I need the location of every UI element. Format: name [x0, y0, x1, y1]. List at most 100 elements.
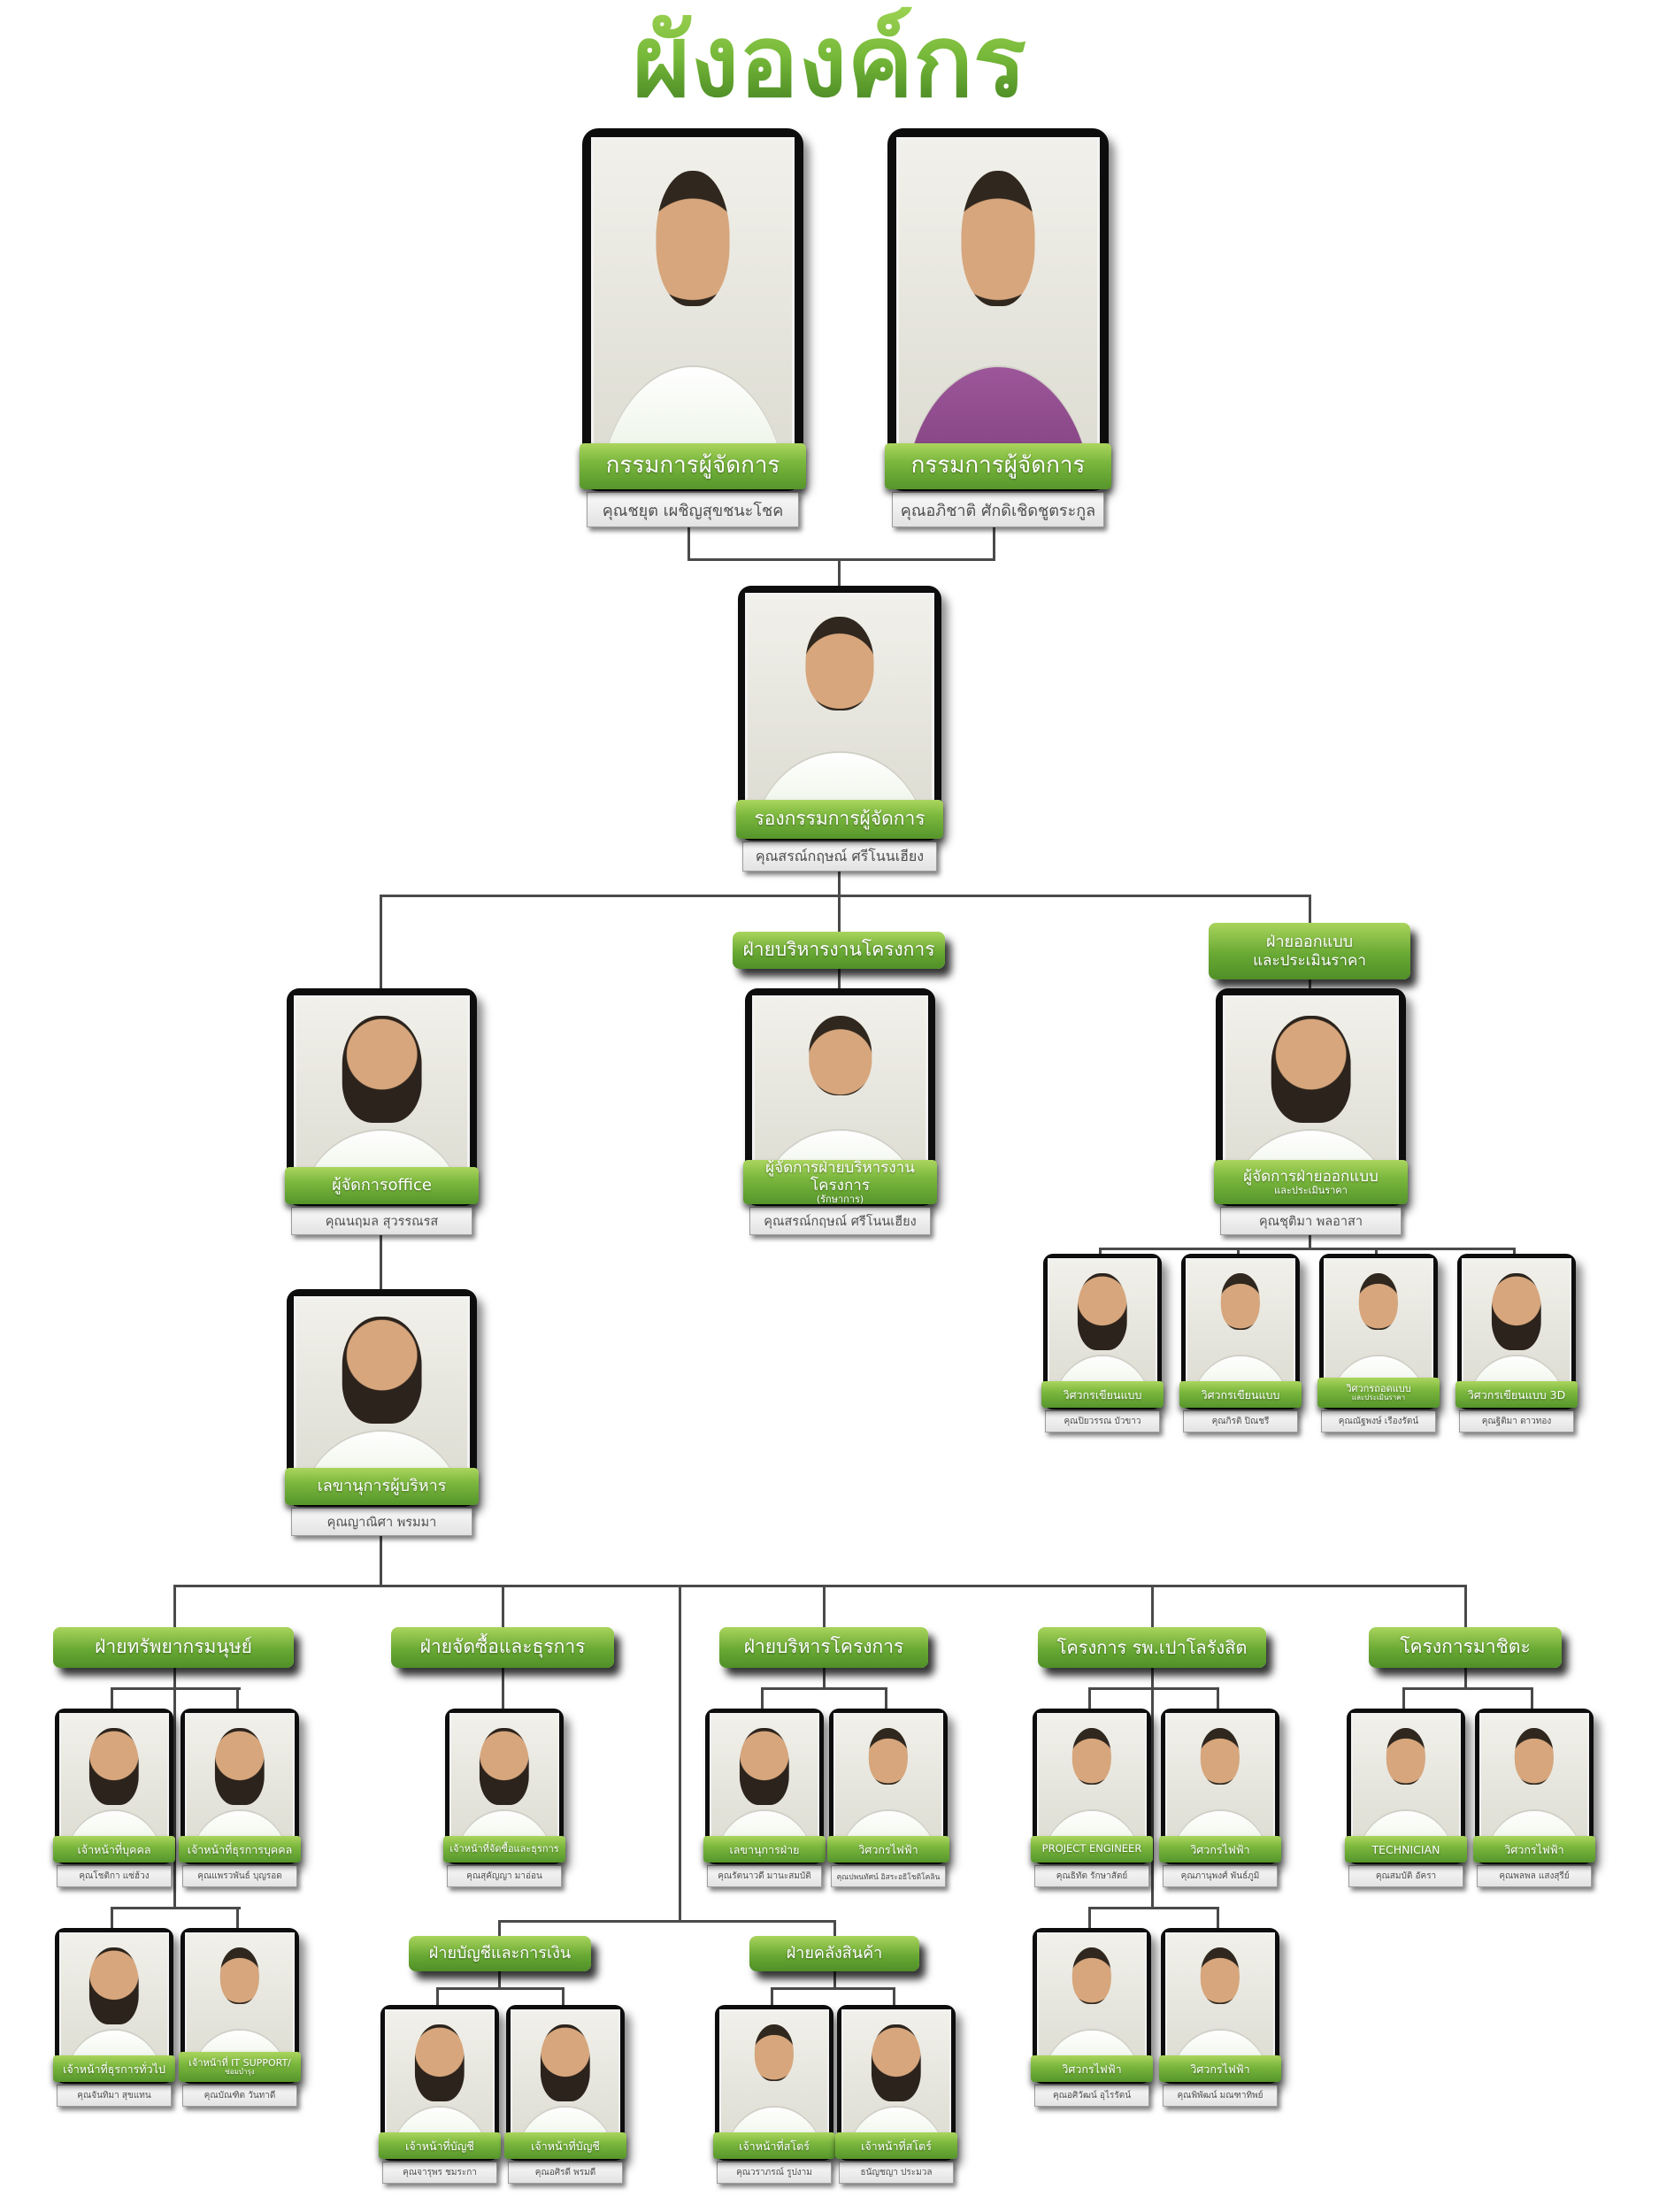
page-title: ผังองค์กร: [0, 5, 1659, 119]
connector: [111, 1907, 113, 1928]
photo-frame: [582, 128, 803, 491]
connector: [173, 1668, 176, 1689]
connector: [687, 526, 690, 560]
portrait-photo: [745, 593, 934, 833]
person-card-draft3d: วิศวกรเขียนแบบ 3D คุณฐิติมา ดาวทอง: [1455, 1254, 1578, 1432]
role-ribbon: เจ้าหน้าที่บัญชี: [379, 2132, 501, 2159]
dept-header-project-admin: ฝ่ายบริหารงานโครงการ: [733, 932, 945, 969]
person-name: คุณพิพัฒน์ มณฑาทิพย์: [1177, 2091, 1263, 2101]
role-title: เจ้าหน้าที่สโตร์: [739, 2139, 810, 2153]
person-card-design-mgr: ผู้จัดการฝ่ายออกแบบ และประเมินราคา คุณชุ…: [1214, 988, 1408, 1235]
connector: [173, 1687, 176, 1909]
person-card-mach2: วิศวกรไฟฟ้า คุณพลพล แสงสุรีย์: [1473, 1709, 1595, 1887]
connector: [761, 1687, 887, 1690]
connector: [687, 558, 995, 561]
role-title: เจ้าหน้าที่สโตร์: [861, 2139, 932, 2153]
name-plate: คุณพิพัฒน์ มณฑาทิพย์: [1163, 2085, 1278, 2107]
person-card-draft1: วิศวกรเขียนแบบ คุณปิยวรรณ บัวขาว: [1041, 1254, 1164, 1432]
person-name: คุณญาณิศา พรมมา: [326, 1515, 437, 1530]
name-plate: คุณวราภรณ์ รูปงาม: [717, 2162, 832, 2184]
person-name: คุณอภิชาติ ศักดิเชิดชูตระกูล: [900, 501, 1096, 520]
portrait-photo: [591, 137, 795, 482]
connector: [771, 1987, 895, 1990]
dept-header-label: และประเมินราคา: [1253, 951, 1366, 970]
role-title: วิศวกรเขียนแบบ 3D: [1467, 1387, 1566, 1402]
connector: [236, 1687, 239, 1709]
portrait-photo: [841, 2009, 951, 2156]
person-card-acct2: เจ้าหน้าที่บัญชี คุณอศิรดี พรมดี: [504, 2005, 626, 2184]
portrait-photo: [710, 1713, 819, 1860]
person-name: คุณจารุพร ชมระกา: [403, 2168, 477, 2177]
portrait-photo: [896, 137, 1100, 482]
connector: [823, 1668, 826, 1689]
person-card-md2: กรรมการผู้จัดการ คุณอภิชาติ ศักดิเชิดชูต…: [885, 128, 1111, 527]
name-plate: คุณสรณ์กฤษณ์ ศรีโนนเฮียง: [749, 1207, 931, 1235]
connector: [236, 1907, 239, 1928]
connector: [1151, 1585, 1154, 1627]
portrait-photo: [449, 1713, 559, 1860]
person-name: คุณอศิวัฒน์ อุไรรัตน์: [1052, 2091, 1132, 2101]
role-ribbon: เจ้าหน้าที่ธุรการทั่วไป: [53, 2055, 175, 2082]
name-plate: คุณจันทิมา สุขแทน: [57, 2085, 172, 2107]
connector: [833, 1971, 836, 1987]
dept-header-label: ฝ่ายทรัพยากรมนุษย์: [95, 1636, 252, 1658]
role-ribbon: วิศวกรเขียนแบบ 3D: [1455, 1381, 1578, 1408]
name-plate: คุณชยุต เผชิญสุขชนะโชค: [587, 492, 799, 527]
connector: [1309, 979, 1311, 990]
dept-header-project-mgmt: ฝ่ายบริหารโครงการ: [719, 1627, 928, 1668]
person-card-purch1: เจ้าหน้าที่จัดซื้อและธุรการ คุณสุคัญญา ม…: [443, 1709, 565, 1887]
name-plate: คุณชุติมา พลอาสา: [1220, 1207, 1402, 1235]
dept-header-paolo: โครงการ รพ.เปาโลรังสิต: [1038, 1627, 1266, 1668]
role-title: ผู้จัดการฝ่ายออกแบบ: [1243, 1167, 1379, 1186]
person-card-store2: เจ้าหน้าที่สโตร์ ธนัญชญา ประมวล: [835, 2005, 957, 2184]
portrait-photo: [294, 995, 470, 1199]
connector: [1513, 1248, 1516, 1256]
role-subtitle: ซ่อมบำรุง: [225, 2068, 255, 2077]
role-title: เจ้าหน้าที่ธุรการบุคคล: [187, 1842, 293, 1856]
person-card-md1: กรรมการผู้จัดการ คุณชยุต เผชิญสุขชนะโชค: [580, 128, 806, 527]
connector: [1217, 1687, 1219, 1709]
role-title: เจ้าหน้าที่บัญชี: [405, 2139, 474, 2153]
connector: [1099, 1248, 1516, 1250]
person-card-pm2: วิศวกรไฟฟ้า คุณปพนทัศน์ อิสระอธิโชติโคลิ…: [827, 1709, 949, 1887]
connector: [498, 1920, 836, 1923]
name-plate: คุณกิรติ ปิณชรี: [1183, 1410, 1298, 1432]
person-name: คุณธิทัต รักษาสัตย์: [1056, 1871, 1128, 1881]
person-card-paolo4: วิศวกรไฟฟ้า คุณพิพัฒน์ มณฑาทิพย์: [1159, 1928, 1281, 2107]
person-card-hr2: เจ้าหน้าที่ธุรการบุคคล คุณแพรวพันธ์ บุญร…: [179, 1709, 301, 1887]
role-ribbon: วิศวกรไฟฟ้า: [1159, 1836, 1281, 1863]
connector: [502, 1668, 504, 1709]
connector: [1464, 1668, 1467, 1689]
portrait-photo: [1037, 1713, 1147, 1860]
connector: [436, 1987, 439, 2005]
person-card-hr4: เจ้าหน้าที่ IT SUPPORT/ ซ่อมบำรุง คุณบัณ…: [179, 1928, 301, 2107]
role-title: ผู้จัดการฝ่ายบริหารงานโครงการ: [765, 1158, 915, 1194]
role-title: รองกรรมการผู้จัดการ: [754, 808, 926, 830]
role-ribbon: เจ้าหน้าที่บัญชี: [504, 2132, 626, 2159]
role-subtitle: (รักษาการ): [816, 1194, 864, 1206]
person-name: คุณชยุต เผชิญสุขชนะโชค: [602, 501, 784, 520]
role-title: เจ้าหน้าที่จัดซื้อและธุรการ: [449, 1843, 559, 1855]
person-name: คุณชุติมา พลอาสา: [1258, 1214, 1363, 1229]
name-plate: คุณจารุพร ชมระกา: [382, 2162, 497, 2184]
portrait-photo: [719, 2009, 829, 2156]
name-plate: คุณรัตนาวดี มานะสมบัติ: [707, 1865, 822, 1887]
connector: [502, 1585, 504, 1627]
person-card-hr1: เจ้าหน้าที่บุคคล คุณโชติกา แซ่ฮ้วง: [53, 1709, 175, 1887]
role-ribbon: กรรมการผู้จัดการ: [580, 443, 806, 489]
person-card-estimator: วิศวกรถอดแบบ และประเมินราคา คุณณัฐพงษ์ เ…: [1317, 1254, 1440, 1432]
name-plate: คุณสุคัญญา มาอ่อน: [447, 1865, 562, 1887]
person-name: คุณแพรวพันธ์ บุญรอด: [197, 1871, 282, 1881]
role-title: กรรมการผู้จัดการ: [910, 452, 1086, 480]
dept-header-label: ฝ่ายคลังสินค้า: [786, 1944, 883, 1963]
connector: [838, 558, 841, 588]
connector: [838, 895, 841, 933]
name-plate: คุณสรณ์กฤษณ์ ศรีโนนเฮียง: [742, 841, 937, 872]
name-plate: คุณญาณิศา พรมมา: [291, 1508, 472, 1536]
person-name: คุณปพนทัศน์ อิสระอธิโชติโคลิน: [836, 1872, 941, 1882]
connector: [380, 1233, 382, 1291]
role-title: เลขานุการผู้บริหาร: [317, 1477, 447, 1496]
connector: [380, 895, 382, 990]
connector: [436, 1987, 565, 1990]
connector: [173, 1585, 176, 1627]
